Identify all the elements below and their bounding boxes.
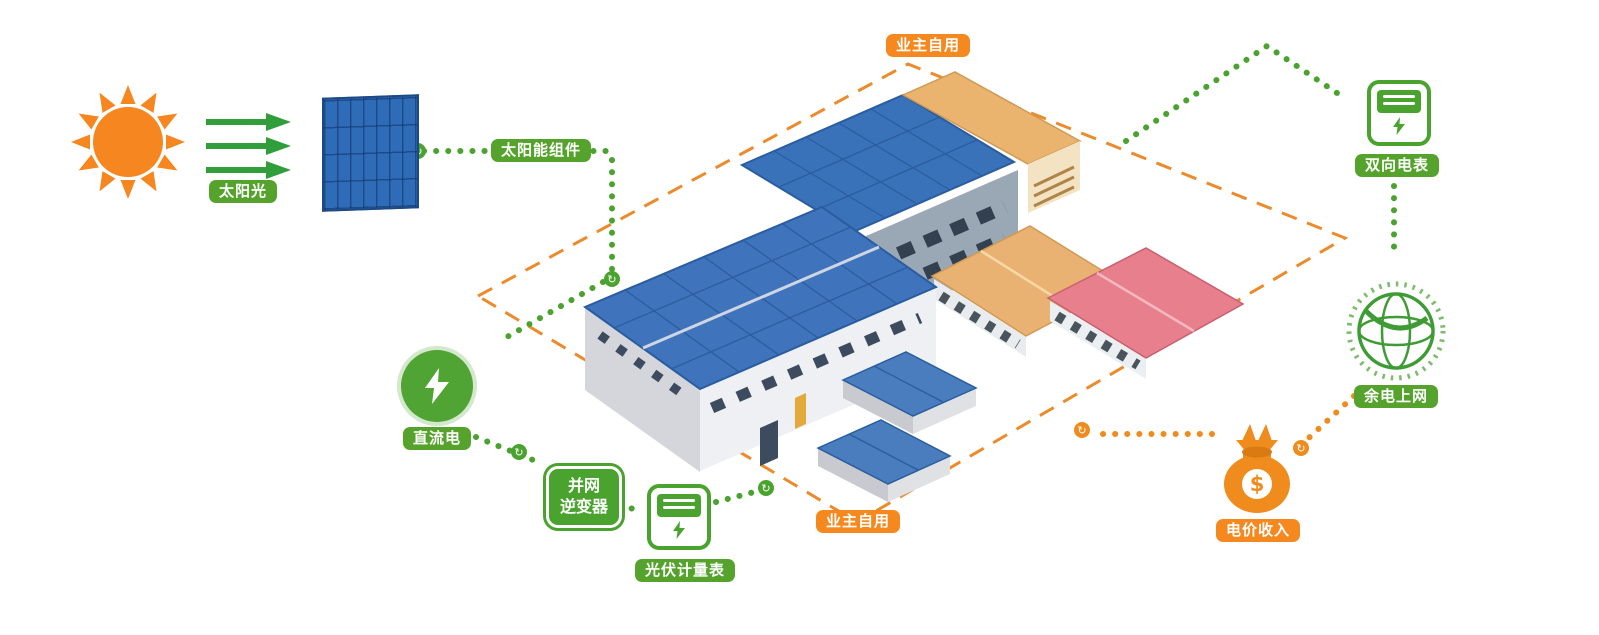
factory-illustration	[582, 71, 1245, 502]
money-bag-icon: $	[1224, 424, 1290, 513]
dc-power-label: 直流电	[402, 427, 472, 450]
pink-warehouse	[1046, 247, 1245, 379]
bidirectional-meter-icon	[1367, 80, 1431, 146]
sun-icon	[71, 85, 185, 199]
self-use-boundary	[474, 62, 1349, 524]
pv-meter-label: 光伏计量表	[634, 559, 736, 582]
back-factory	[739, 71, 1082, 332]
lightning-bolt-icon	[673, 521, 685, 539]
svg-text:↻: ↻	[1077, 424, 1086, 437]
inverter-label-line1: 并网	[567, 476, 600, 495]
inverter-label-line2: 逆变器	[559, 496, 608, 516]
solar-panel	[322, 94, 419, 212]
lightning-bolt-icon	[1393, 117, 1405, 135]
svg-text:↻: ↻	[514, 446, 523, 459]
svg-text:↻: ↻	[607, 273, 616, 286]
recycle-junction-icon: ↻	[1293, 440, 1309, 456]
solar-module-label: 太阳能组件	[490, 139, 592, 162]
small-buildings	[816, 351, 978, 502]
self-use-flow-top	[1123, 42, 1340, 144]
recycle-junction-icon: ↻	[511, 444, 527, 460]
dollar-sign: $	[1250, 472, 1265, 496]
dc-power-icon	[401, 350, 473, 422]
pv-meter-icon	[647, 484, 711, 550]
front-factory	[582, 205, 939, 472]
sunlight-arrows-icon	[206, 113, 291, 179]
svg-text:↻: ↻	[761, 482, 770, 495]
grid-globe-icon	[1346, 281, 1446, 381]
owner-use-label-top: 业主自用	[885, 34, 971, 57]
recycle-junction-icon: ↻	[758, 480, 774, 496]
surplus-income-flow	[1089, 393, 1357, 450]
recycle-junction-icon: ↻	[1074, 422, 1090, 438]
owner-use-label-bottom: 业主自用	[815, 510, 901, 533]
sunlight-label: 太阳光	[208, 180, 278, 203]
svg-text:↻: ↻	[1296, 442, 1305, 455]
recycle-junction-icon: ↻	[604, 271, 620, 287]
dc-flow-path	[421, 148, 765, 514]
lightning-bolt-icon	[425, 368, 449, 404]
bidirectional-meter-label: 双向电表	[1354, 154, 1440, 177]
meter-screen	[657, 494, 701, 517]
inverter-box: 并网 逆变器	[546, 466, 622, 528]
income-label: 电价收入	[1215, 519, 1301, 542]
surplus-to-grid-label: 余电上网	[1353, 385, 1439, 408]
meter-screen	[1377, 90, 1421, 113]
